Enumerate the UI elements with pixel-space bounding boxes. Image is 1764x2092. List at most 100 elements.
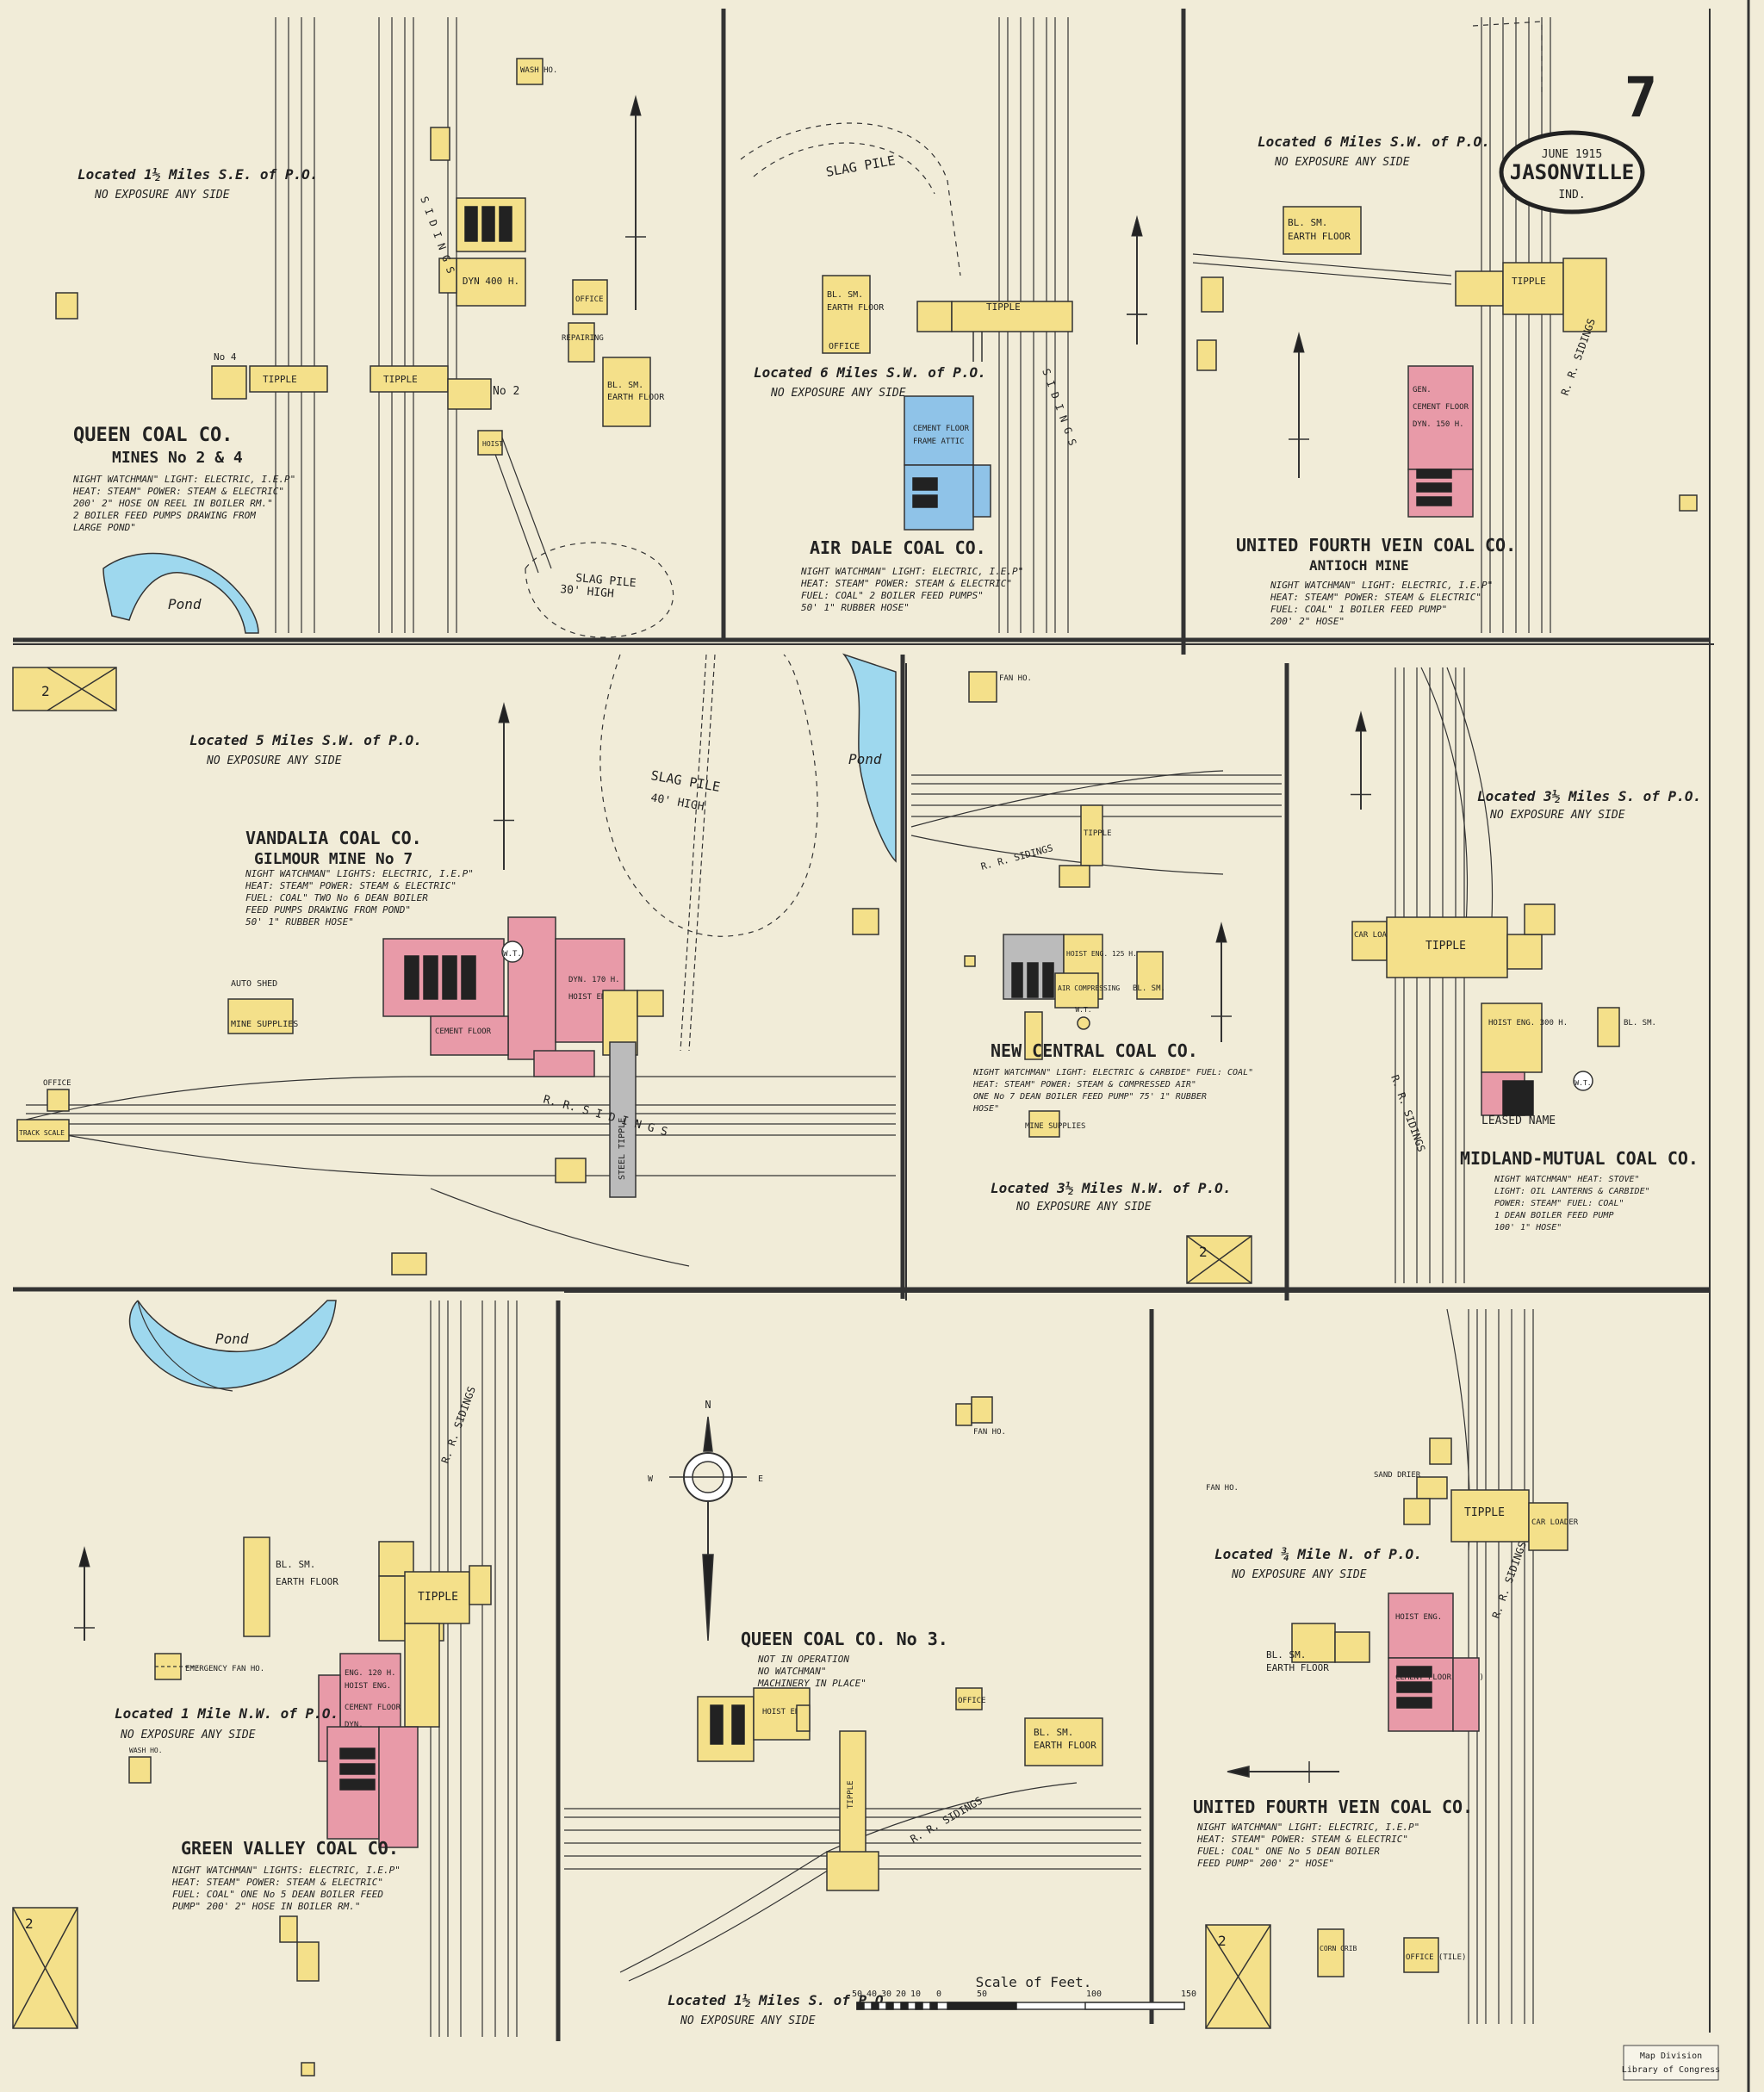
greenvalley-note: PUMP" 200' 2" HOSE IN BOILER RM.": [172, 1901, 361, 1912]
slag-pile-label: SLAG PILE: [575, 572, 637, 590]
north-arrow-head: [1355, 711, 1367, 732]
newcentral-note: HOSE": [972, 1104, 999, 1114]
mine-supplies-label: MINE SUPPLIES: [231, 1020, 298, 1029]
scale-label: 10: [910, 1990, 921, 1999]
rail-curve: [1420, 667, 1469, 948]
location-text: Located 1½ Miles S.E. of P.O.: [78, 166, 318, 183]
tipple-label: TIPPLE: [1464, 1506, 1505, 1519]
tipple: [1080, 804, 1103, 866]
map-key-box-3-x: [12, 1907, 78, 2029]
track-scale: [16, 1119, 70, 1142]
hoist-label: HOIST: [482, 440, 503, 448]
midland-note: LIGHT: OIL LANTERNS & CARBIDE": [1494, 1187, 1650, 1196]
small-shed: [1403, 1498, 1431, 1525]
boiler: [1502, 1080, 1534, 1116]
queen3-note: NO WATCHMAN": [757, 1666, 826, 1677]
tram-track: [499, 430, 552, 569]
blacksmith-label: BL. SM.: [276, 1559, 315, 1570]
tipple-deck: [951, 301, 1073, 332]
map-key-box-4-x: [1205, 1924, 1271, 2029]
boiler: [404, 955, 419, 1000]
fan-house-label: FAN HO.: [1206, 1484, 1239, 1493]
blacksmith-label: BL. SM.: [607, 381, 643, 390]
north-arrow-head: [1215, 922, 1227, 943]
blacksmith: [1136, 951, 1164, 1000]
gen-label: GEN.: [1413, 386, 1432, 394]
hoist-label: HOIST ENG.: [1395, 1613, 1442, 1622]
newcentral-note: HEAT: STEAM" POWER: STEAM & COMPRESSED A…: [972, 1080, 1196, 1089]
cartouche-state: IND.: [1558, 189, 1585, 202]
boiler: [423, 955, 438, 1000]
queen3-note: NOT IN OPERATION: [757, 1654, 849, 1665]
tipple-label: TIPPLE: [1084, 829, 1112, 838]
rail-curve: [619, 1851, 828, 1973]
slag-pile-outline: [599, 654, 818, 937]
pond-label: Pond: [215, 1331, 249, 1347]
scale-label: 30: [881, 1990, 891, 1999]
antioch-note: NIGHT WATCHMAN" LIGHT: ELECTRIC, I.E.P": [1270, 580, 1493, 591]
water-tank: [1077, 1016, 1090, 1030]
boiler: [1027, 962, 1039, 998]
water-tank-label: W.T.: [1575, 1079, 1591, 1087]
corn-crib: [1317, 1928, 1345, 1977]
rail-curve: [910, 770, 1224, 828]
location-text: Located 3½ Miles N.W. of P.O.: [991, 1180, 1231, 1196]
cartouche: [1499, 130, 1645, 214]
newcentral-note: ONE No 7 DEAN BOILER FEED PUMP" 75' 1" R…: [973, 1092, 1207, 1102]
steel-tipple: [609, 1041, 637, 1198]
scale-tick: [885, 2002, 894, 2010]
antioch-note: FUEL: COAL" 1 BOILER FEED PUMP": [1270, 604, 1447, 615]
exposure-text: NO EXPOSURE ANY SIDE: [1274, 156, 1410, 169]
pond: [102, 552, 259, 634]
car-loader: [1351, 921, 1388, 961]
tipple: [1502, 262, 1564, 315]
scale-label: 50: [852, 1990, 862, 1999]
mine-4-label: No 4: [214, 351, 237, 363]
tram-track: [688, 654, 716, 1052]
small-shed: [55, 292, 78, 320]
compass-north: [703, 1416, 713, 1452]
mine-2-label: No 2: [493, 385, 519, 398]
fan-house-label: FAN HO.: [973, 1428, 1006, 1437]
sheet-number: 7: [1624, 66, 1658, 130]
exposure-text: NO EXPOSURE ANY SIDE: [206, 754, 342, 767]
tipple-annex: [1562, 258, 1607, 332]
cement-floor-bldg: [430, 1015, 509, 1056]
tipple-annex: [469, 1565, 492, 1605]
hoist-label: HOIST ENG.: [568, 993, 615, 1002]
queen24-note: 200' 2" HOSE ON REEL IN BOILER RM.": [73, 498, 273, 509]
blacksmith: [1283, 206, 1362, 255]
sand-drier-label: SAND DRIER: [1374, 1471, 1421, 1480]
key-x: [47, 667, 117, 711]
tipple-label: TIPPLE: [986, 301, 1021, 313]
tipple-label: TIPPLE: [847, 1780, 855, 1809]
tipple-2-deck: [370, 365, 449, 393]
water-tank: [1573, 1071, 1593, 1091]
tipple: [839, 1730, 866, 1861]
airdale-note: FUEL: COAL" 2 BOILER FEED PUMPS": [801, 590, 984, 601]
auto-shed: [227, 998, 294, 1034]
tipple-label: TIPPLE: [263, 374, 297, 385]
exposure-text: NO EXPOSURE ANY SIDE: [680, 2014, 816, 2027]
airdale-note: NIGHT WATCHMAN" LIGHT: ELECTRIC, I.E.P": [800, 566, 1023, 577]
greenvalley-note: FUEL: COAL" ONE No 5 DEAN BOILER FEED: [172, 1889, 383, 1900]
exposure-text: NO EXPOSURE ANY SIDE: [120, 1729, 256, 1741]
pond: [842, 653, 897, 863]
cement-floor-label: CEMENT FLOOR: [435, 1027, 492, 1036]
antioch-note: HEAT: STEAM" POWER: STEAM & ELECTRIC": [1270, 592, 1481, 603]
exposure-text: NO EXPOSURE ANY SIDE: [1231, 1568, 1367, 1581]
blacksmith-label: BL. SM.: [1624, 1019, 1656, 1027]
unitedsouth-note: FUEL: COAL" ONE No 5 DEAN BOILER: [1197, 1846, 1380, 1857]
company-name: MIDLAND-MUTUAL COAL CO.: [1460, 1148, 1699, 1169]
office: [572, 279, 608, 315]
exposure-text: NO EXPOSURE ANY SIDE: [1016, 1201, 1152, 1214]
blacksmith-label: BL. SM.: [1288, 217, 1327, 228]
blacksmith: [602, 357, 651, 427]
tipple: [1450, 1489, 1530, 1543]
airdale-note: HEAT: STEAM" POWER: STEAM & ELECTRIC": [800, 578, 1012, 589]
vandalia-note: FUEL: COAL" TWO No 6 DEAN BOILER: [245, 892, 428, 903]
corn-crib-label: CORN CRIB: [1320, 1945, 1357, 1952]
boiler: [1416, 469, 1452, 479]
unitedsouth-note: HEAT: STEAM" POWER: STEAM & ELECTRIC": [1196, 1834, 1408, 1845]
hoist-annex: [796, 1704, 811, 1732]
